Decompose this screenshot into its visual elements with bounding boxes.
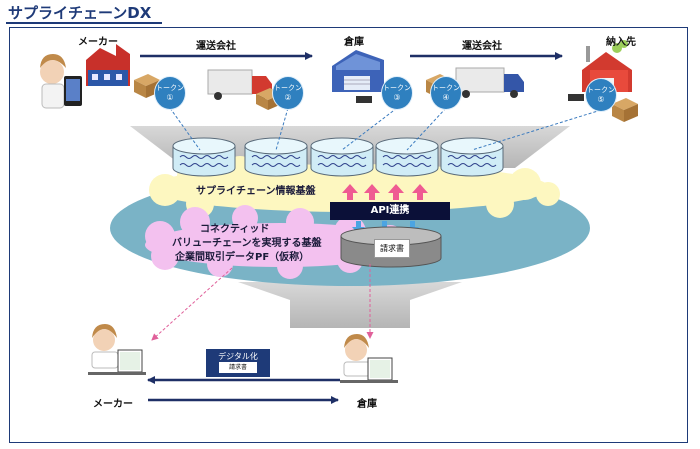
truck-icon-2: [455, 67, 524, 98]
invoice-database: [340, 226, 442, 268]
token-number: ⑤: [597, 95, 605, 104]
page-title: サプライチェーンDX: [8, 4, 152, 22]
token-badge-3: トークン ③: [381, 76, 413, 110]
invoice-db-label: 請求書: [374, 239, 410, 258]
token-number: ④: [442, 93, 450, 102]
api-bar: API連携: [330, 202, 450, 220]
info-base-label: サプライチェーン情報基盤: [196, 186, 316, 197]
token-label: トークン: [432, 84, 460, 92]
factory-icon: [86, 44, 130, 86]
ledger-cylinder-5: [440, 137, 504, 177]
token-badge-2: トークン ②: [272, 76, 304, 110]
bottom-label-maker: メーカー: [93, 399, 133, 410]
label-destination: 納入先: [606, 37, 636, 48]
connected-label-line3: 企業間取引データPF（仮称）: [175, 252, 310, 263]
package-icon-4: [612, 98, 638, 122]
label-carrier-1: 運送会社: [196, 41, 236, 52]
token-links: [169, 107, 602, 151]
ledger-cylinder-2: [244, 137, 308, 177]
token-label: トークン: [587, 86, 615, 94]
token-label: トークン: [383, 84, 411, 92]
connected-label-line2: バリューチェーンを実現する基盤: [172, 238, 322, 249]
pf-links: [151, 264, 374, 341]
invoice-document: 請求書: [219, 362, 257, 373]
token-badge-5: トークン ⑤: [585, 78, 617, 112]
warehouse-icon: [332, 50, 384, 92]
title-underline: [6, 22, 162, 24]
ledger-cylinder-4: [375, 137, 439, 177]
label-warehouse: 倉庫: [344, 37, 364, 48]
connected-label-line1: コネクティッド: [200, 224, 270, 235]
ledger-cylinder-1: [172, 137, 236, 177]
ledger-cylinder-3: [310, 137, 374, 177]
truck-icon-1: [207, 69, 272, 100]
token-number: ②: [284, 93, 292, 102]
bottom-flow-arrows: [147, 376, 340, 404]
bottom-label-warehouse: 倉庫: [357, 399, 377, 410]
digitization-label: デジタル化: [218, 352, 258, 361]
digitization-box: デジタル化 請求書: [206, 349, 270, 377]
reader-icon-1: [356, 96, 372, 103]
bottom-maker-person-icon: [88, 324, 146, 375]
token-badge-1: トークン ①: [154, 76, 186, 110]
label-maker: メーカー: [78, 37, 118, 48]
reader-icon-2: [568, 94, 584, 101]
token-badge-4: トークン ④: [430, 76, 462, 110]
token-label: トークン: [274, 84, 302, 92]
upload-arrows: [342, 184, 428, 200]
token-number: ①: [166, 93, 174, 102]
ledger-cylinders: [172, 137, 504, 177]
maker-person-icon: [40, 54, 82, 109]
bottom-warehouse-person-icon: [340, 334, 398, 383]
label-carrier-2: 運送会社: [462, 41, 502, 52]
token-number: ③: [393, 93, 401, 102]
diagram-frame: [9, 27, 688, 443]
token-label: トークン: [156, 84, 184, 92]
